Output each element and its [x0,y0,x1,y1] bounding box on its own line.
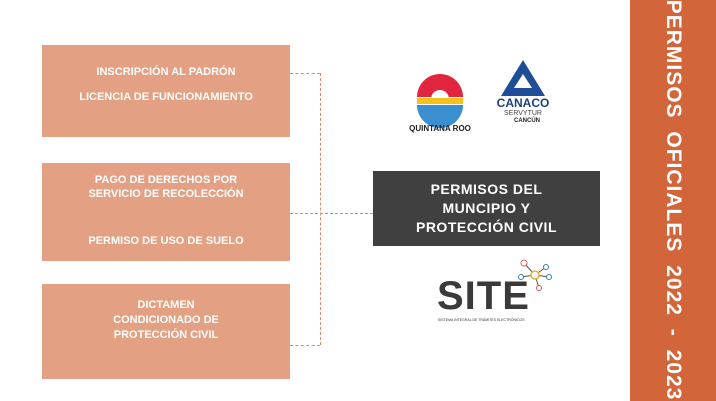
permit-box-2: PAGO DE DERECHOS POR SERVICIO DE RECOLEC… [42,163,290,261]
canaco-logo: CANACO SERVYTUR [497,60,550,117]
center-title: PERMISOS DEL MUNCIPIO Y PROTECCIÓN CIVIL [415,181,557,235]
network-icon [518,259,552,291]
connector [290,345,320,346]
permit-label: PERMISO DE USO DE SUELO [88,235,244,247]
permit-box-3: DICTAMEN CONDICIONADO DE PROTECCIÓN CIVI… [42,284,290,379]
side-banner: PERMISOS OFICIALES 2022 - 2023 [630,0,716,401]
site-logo: SITE [437,274,530,318]
connector [290,73,320,74]
side-title: PERMISOS OFICIALES 2022 - 2023 [662,0,685,401]
site-subtitle: SISTEMA INTEGRAL DE TRÁMITES ELECTRÓNICO… [438,318,525,322]
municipio-text: QUINTANA ROO [409,124,471,133]
canaco-text: CANACO [497,96,550,110]
cancun-text: CANCÚN [514,118,540,124]
permit-label: PAGO DE DERECHOS POR SERVICIO DE RECOLEC… [88,174,244,200]
center-title-box: PERMISOS DEL MUNCIPIO Y PROTECCIÓN CIVIL [373,171,600,246]
connector [320,73,321,345]
municipio-logo: QUINTANA ROO [409,74,471,133]
permit-label: LICENCIA DE FUNCIONAMIENTO [79,91,253,103]
permit-box-1: INSCRIPCIÓN AL PADRÓN LICENCIA DE FUNCIO… [42,45,290,137]
servytur-text: SERVYTUR [504,110,542,117]
connector [290,213,373,214]
permit-label: DICTAMEN CONDICIONADO DE PROTECCIÓN CIVI… [113,299,219,341]
permit-label: INSCRIPCIÓN AL PADRÓN [96,66,236,78]
